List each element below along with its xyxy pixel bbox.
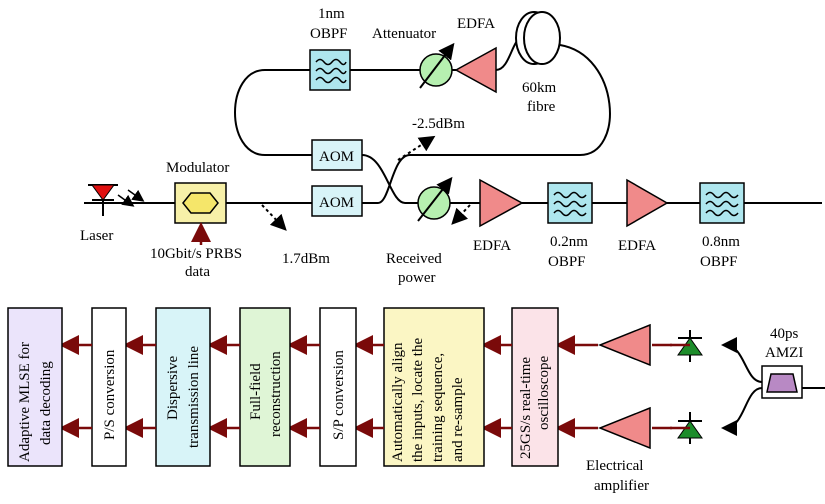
electrical-amp-upper-icon bbox=[597, 323, 651, 367]
loop-attenuator-label: Attenuator bbox=[372, 26, 436, 42]
loop-obpf-icon bbox=[309, 49, 351, 91]
dsp-dispersive-text-2: transmission line bbox=[186, 346, 202, 448]
dsp-block-fullfield: Full-field reconstruction bbox=[239, 307, 291, 467]
electrical-amp-label-2: amplifier bbox=[594, 478, 649, 494]
electrical-amp-lower-icon bbox=[597, 406, 651, 450]
amzi-label-1: 40ps bbox=[770, 326, 799, 342]
dsp-align-text-3: training sequence, bbox=[430, 353, 446, 462]
fibre-label-1: 60km bbox=[522, 80, 557, 96]
photodiode-lower-icon bbox=[670, 412, 703, 444]
dsp-ps-text: P/S conversion bbox=[102, 349, 118, 440]
prbs-label-2: data bbox=[185, 264, 210, 280]
dsp-oscilloscope-text-1: 25GS/s real-time bbox=[518, 357, 534, 459]
edfa-2-icon bbox=[626, 178, 669, 228]
received-power-label-1: Received bbox=[386, 251, 442, 267]
dsp-align-text-2: the inputs, locate the bbox=[410, 338, 426, 462]
electrical-amp-label-1: Electrical bbox=[586, 458, 643, 474]
obpf-2-icon bbox=[699, 182, 745, 224]
dsp-fullfield-text-2: reconstruction bbox=[268, 351, 284, 437]
prbs-label: 10Gbit/s PRBS bbox=[150, 246, 242, 262]
edfa-1-label: EDFA bbox=[473, 238, 511, 254]
obpf-1-label-2: OBPF bbox=[548, 254, 586, 270]
aom-upper-label: AOM bbox=[319, 149, 354, 165]
dsp-oscilloscope-text-2: oscilloscope bbox=[536, 356, 552, 430]
obpf-2-label-2: OBPF bbox=[700, 254, 738, 270]
dsp-dispersive-text-1: Dispersive bbox=[165, 356, 181, 420]
dsp-block-sp: S/P conversion bbox=[319, 307, 357, 467]
dsp-align-text-4: and re-sample bbox=[450, 377, 466, 462]
loop-attenuator-icon bbox=[419, 42, 455, 89]
power-tap-1-label: 1.7dBm bbox=[282, 251, 330, 267]
dsp-block-mlse: Adaptive MLSE for data decoding bbox=[7, 307, 63, 467]
power-tap-2-label: -2.5dBm bbox=[412, 116, 465, 132]
obpf-1-label-1: 0.2nm bbox=[550, 234, 588, 250]
aom-lower-label: AOM bbox=[319, 195, 354, 211]
obpf-1-icon bbox=[547, 182, 593, 224]
photodiode-upper-icon bbox=[670, 330, 703, 362]
received-power-tap-arrow bbox=[451, 204, 471, 225]
dsp-fullfield-text-1: Full-field bbox=[248, 363, 264, 420]
received-power-attenuator-icon bbox=[417, 176, 453, 222]
received-power-label-2: power bbox=[398, 270, 436, 286]
power-tap-2-arrow bbox=[397, 135, 436, 161]
laser-icon bbox=[88, 184, 145, 216]
fibre-spool-icon bbox=[515, 11, 561, 65]
loop-edfa-icon bbox=[454, 46, 497, 94]
power-tap-1-arrow bbox=[261, 204, 287, 231]
obpf-2-label-1: 0.8nm bbox=[702, 234, 740, 250]
dsp-block-ps: P/S conversion bbox=[91, 307, 127, 467]
laser-label: Laser bbox=[80, 228, 113, 244]
dsp-align-text-1: Automatically align bbox=[390, 342, 406, 462]
amzi-icon bbox=[721, 337, 825, 436]
dsp-mlse-text-1: Adaptive MLSE for bbox=[17, 342, 33, 462]
amzi-label-2: AMZI bbox=[765, 345, 803, 361]
dsp-sp-text: S/P conversion bbox=[331, 350, 347, 440]
loop-edfa-label: EDFA bbox=[457, 16, 495, 32]
dsp-block-oscilloscope: 25GS/s real-time oscilloscope bbox=[511, 307, 559, 467]
modulator-icon bbox=[174, 182, 227, 245]
dsp-block-align: Automatically align the inputs, locate t… bbox=[383, 307, 485, 467]
aom-upper: AOM bbox=[311, 139, 363, 171]
fibre-label-2: fibre bbox=[527, 99, 556, 115]
dsp-block-dispersive: Dispersive transmission line bbox=[155, 307, 211, 467]
edfa-1-icon bbox=[479, 178, 524, 228]
loop-obpf-label-2: OBPF bbox=[310, 26, 348, 42]
edfa-2-label: EDFA bbox=[618, 238, 656, 254]
aom-lower: AOM bbox=[311, 185, 363, 217]
modulator-label: Modulator bbox=[166, 160, 229, 176]
loop-obpf-label-1: 1nm bbox=[318, 6, 345, 22]
dsp-mlse-text-2: data decoding bbox=[38, 361, 54, 445]
